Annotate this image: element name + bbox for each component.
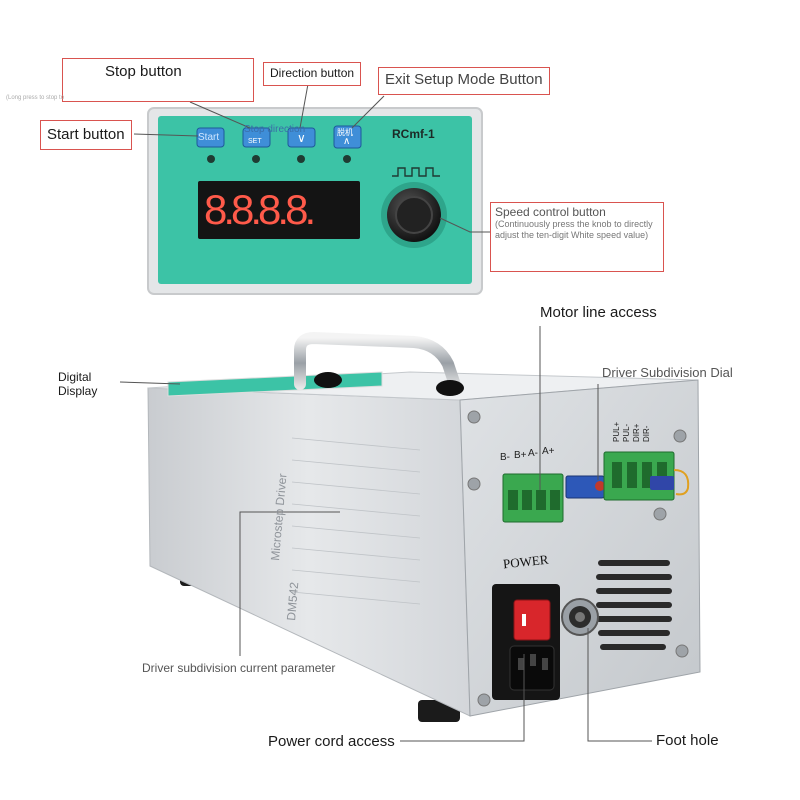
iec-socket <box>509 645 555 691</box>
seven-segment-display <box>198 181 360 239</box>
control-panel <box>147 107 483 295</box>
power-rocker-switch[interactable] <box>513 599 551 641</box>
motor-terminal-b-minus: B- <box>500 452 510 463</box>
motor-terminal-b-plus: B+ <box>514 450 527 461</box>
driver-box <box>147 331 701 722</box>
motor-line-access-label: Motor line access <box>540 304 657 321</box>
start-led <box>207 155 215 163</box>
speed-control-note: (Continuously press the knob to directly… <box>495 219 653 240</box>
signal-terminal-pul-minus: PUL- <box>622 423 631 442</box>
down-led <box>297 155 305 163</box>
display-digits: 8.8.8.8. <box>204 186 316 233</box>
direction-button-callout: Direction button <box>263 62 362 86</box>
exit-setup-callout: Exit Setup Mode Button <box>378 67 550 95</box>
vent-grille <box>596 560 672 650</box>
foot-hole-label: Foot hole <box>656 732 719 749</box>
stop-button-label: Stop button <box>105 63 182 80</box>
panel-model: RCmf-1 <box>392 127 435 141</box>
driver-subdivision-current-label: Driver subdivision current parameter <box>142 661 336 675</box>
up-key[interactable] <box>333 125 362 149</box>
down-key[interactable] <box>287 127 316 148</box>
driver-subdivision-dial-label: Driver Subdivision Dial <box>602 365 733 380</box>
down-key-text[interactable]: ∨ <box>297 131 306 145</box>
start-key-text[interactable]: Start <box>198 132 220 143</box>
power-cord-access-label: Power cord access <box>268 733 395 750</box>
parameter-table <box>291 437 421 605</box>
start-key[interactable] <box>196 127 225 148</box>
signal-terminal-dir-plus: DIR+ <box>632 423 641 442</box>
set-led <box>252 155 260 163</box>
long-press-hint: (Long press to stop to <box>6 95 65 101</box>
motor-terminal-a-plus: A+ <box>542 446 555 457</box>
digital-display-label: Digital Display <box>58 370 98 398</box>
exit-setup-label: Exit Setup Mode Button <box>385 71 543 88</box>
up-led <box>343 155 351 163</box>
motor-terminal-a-minus: A- <box>528 448 538 459</box>
set-key-text[interactable]: SET <box>248 138 262 145</box>
leader-lines <box>119 83 652 742</box>
signal-terminal-dir-minus: DIR- <box>642 425 651 442</box>
direction-button-label: Direction button <box>270 66 355 80</box>
signal-terminal-pul-plus: PUL+ <box>612 421 621 442</box>
stop-button-callout: Stop button <box>62 58 254 102</box>
speed-control-callout: Speed control button (Continuously press… <box>490 202 664 272</box>
up-key-top-text[interactable]: 脱机 <box>337 128 353 137</box>
speed-control-title: Speed control button <box>495 205 606 219</box>
pulse-wave-icon <box>392 167 440 177</box>
stop-direction-text: Stop direction <box>244 124 306 135</box>
up-key-text[interactable]: ∧ <box>343 136 351 147</box>
set-key[interactable] <box>242 127 271 148</box>
start-button-callout: Start button <box>40 120 132 150</box>
start-button-label: Start button <box>47 126 125 143</box>
